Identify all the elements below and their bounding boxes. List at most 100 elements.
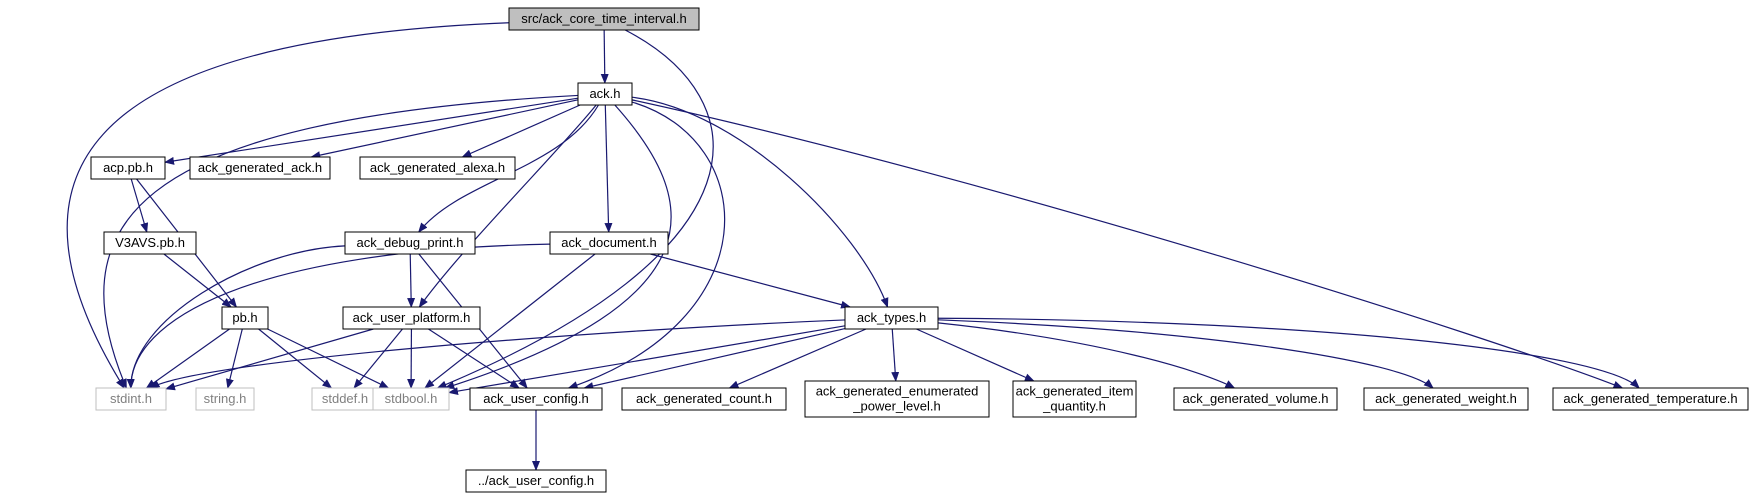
node-label: ack.h [589,86,620,101]
edge-doc-stdbool [424,253,596,389]
edge-acp-v3avs [130,178,149,233]
edge-ack-acp [164,97,579,165]
node-weight[interactable]: ack_generated_weight.h [1363,387,1529,411]
edge-ack-doc [604,104,613,233]
node-label: ack_types.h [857,310,926,325]
edge-v3avs-pb [163,253,232,308]
node-label: ack_generated_alexa.h [370,160,505,175]
node-box [90,156,166,180]
node-platform[interactable]: ack_user_platform.h [342,306,481,330]
nodes-layer: src/ack_core_time_interval.h ack.h acp.pb.… [90,7,1749,493]
edge-pb-string [225,328,243,389]
edge-ack-stdint [103,94,579,389]
node-genack[interactable]: ack_generated_ack.h [189,156,331,180]
node-stdint: stdint.h [95,387,167,411]
edge-platform-stddef [353,328,403,389]
edge-types-volume [937,322,1236,389]
node-label: ack_generated_ack.h [198,160,322,175]
node-stdbool: stdbool.h [372,387,450,411]
node-count[interactable]: ack_generated_count.h [621,387,787,411]
edge-types-stdint [149,319,846,389]
edge-pb-stdint [145,328,230,389]
node-label: _power_level.h [852,399,940,414]
edge-platform-stdint [165,328,374,391]
node-label: ack_user_platform.h [353,310,471,325]
edge-pb-stddef [258,328,333,389]
node-label: ack_debug_print.h [357,235,464,250]
edge-types-stdbool [448,325,846,396]
node-box [1363,387,1529,411]
node-box [1012,380,1137,418]
edge-pb-stdbool [267,328,390,389]
node-box [804,380,990,418]
node-itemqty[interactable]: ack_generated_item_quantity.h [1012,380,1137,418]
node-box [844,306,939,330]
node-temp[interactable]: ack_generated_temperature.h [1552,387,1749,411]
edge-platform-config [428,328,520,389]
node-config[interactable]: ack_user_config.h [469,387,603,411]
edge-root-stdbool [436,29,714,389]
edge-ack-types [631,96,889,308]
edge-ack-config [567,101,726,389]
node-label: V3AVS.pb.h [115,235,185,250]
node-ack[interactable]: ack.h [577,82,633,106]
edge-types-enumpower [891,328,900,382]
edges-layer [66,22,1640,471]
node-label: ack_user_config.h [483,391,589,406]
node-box [621,387,787,411]
node-box [469,387,603,411]
node-label: acp.pb.h [103,160,153,175]
edge-debug-platform [407,253,416,308]
node-label: string.h [204,391,247,406]
node-box [577,82,633,106]
edge-types-count [728,328,867,389]
node-label: pb.h [232,310,257,325]
node-label: stdbool.h [385,391,438,406]
node-box [1552,387,1749,411]
node-label: ack_generated_enumerated [816,384,979,399]
node-label: ack_generated_temperature.h [1563,391,1737,406]
node-types[interactable]: ack_types.h [844,306,939,330]
node-label: stdint.h [110,391,152,406]
node-label: ack_generated_volume.h [1183,391,1329,406]
node-box [372,387,450,411]
node-box [1173,387,1338,411]
node-pb[interactable]: pb.h [221,306,269,330]
node-box [342,306,481,330]
node-box [221,306,269,330]
node-box [95,387,167,411]
node-label: ack_generated_weight.h [1375,391,1517,406]
node-box [508,7,700,31]
node-cfgparent[interactable]: ../ack_user_config.h [465,469,607,493]
edge-root-stdint [66,22,510,389]
node-box [549,231,669,255]
edge-ack-genack [310,99,579,160]
node-debug[interactable]: ack_debug_print.h [344,231,476,255]
edge-types-itemqty [916,328,1035,382]
node-string: string.h [195,387,255,411]
node-acp[interactable]: acp.pb.h [90,156,166,180]
node-enumpower[interactable]: ack_generated_enumerated_power_level.h [804,380,990,418]
node-box [344,231,476,255]
edge-ack-genalexa [461,104,581,158]
node-v3avs[interactable]: V3AVS.pb.h [103,231,197,255]
node-doc[interactable]: ack_document.h [549,231,669,255]
node-label: _quantity.h [1042,399,1106,414]
edge-doc-types [650,253,852,309]
node-box [359,156,516,180]
node-label: ack_generated_count.h [636,391,772,406]
node-label: ../ack_user_config.h [478,473,594,488]
edge-ack-platform [418,104,597,308]
edge-ack-temp [631,99,1624,389]
node-box [195,387,255,411]
edge-types-temp [937,317,1640,389]
node-box [189,156,331,180]
edge-types-weight [937,319,1434,389]
node-box [103,231,197,255]
node-root[interactable]: src/ack_core_time_interval.h [508,7,700,31]
node-genalexa[interactable]: ack_generated_alexa.h [359,156,516,180]
node-box [465,469,607,493]
edge-root-ack [600,29,609,84]
node-volume[interactable]: ack_generated_volume.h [1173,387,1338,411]
